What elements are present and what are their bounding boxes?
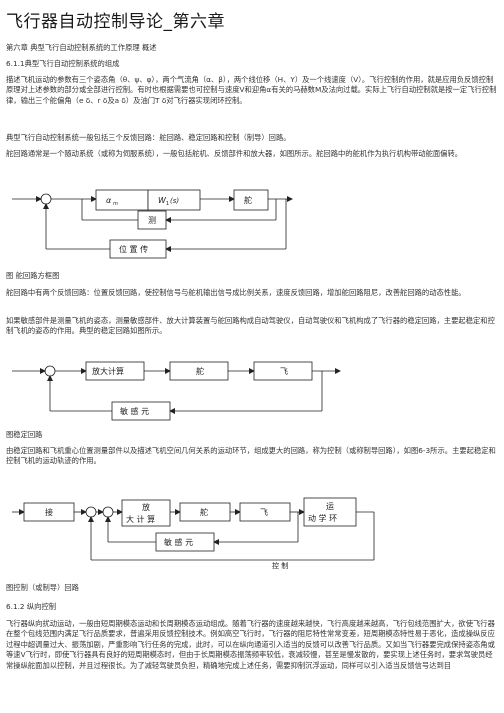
figure-caption-control-loop: 图控制（或制导）回路: [6, 583, 79, 592]
kinematics-label-line2: 动 学 环: [308, 513, 337, 523]
paragraph-feedback-loops: 舵回路中有两个反馈回路：位置反馈回路，使控制信号与舵机输出信号成比例关系，速度反…: [6, 288, 466, 297]
figure-caption-servo-loop: 图 舵回路方框图: [6, 271, 60, 280]
position-sensor-label: 位 置 传: [119, 244, 148, 254]
paragraph-stabilization: 如果敏感部件是测量飞机的姿态，测量敏感部件、放大计算装置与舵回路构成自动驾驶仪，…: [6, 316, 495, 336]
transfer-function-label: W: [158, 196, 167, 205]
transfer-function-subscript: 1: [166, 201, 169, 207]
amplifier-label: 放大计算: [92, 366, 124, 376]
receiver-label: 接: [45, 507, 53, 517]
transfer-function-block: [147, 189, 201, 211]
stabilization-loop-diagram: 放大计算 舵 飞 敏 感 元: [12, 361, 341, 421]
control-loop-diagram: 接 放 大 计 算 舵 飞 运 动 学 环 敏 感 元 控 制: [12, 497, 375, 570]
section-heading-6-1-1: 6.1.1典型飞行自动控制系统的组成: [6, 59, 120, 68]
sensor-label: 敏 感 元: [164, 537, 193, 547]
paragraph-servo-loop: 舵回路通常是一个随动系统（或称为伺服系统），一般包括舵机、反馈部件和放大器，如图…: [6, 149, 463, 158]
paragraph-control-loop: 由稳定回路和飞机重心位置测量部件以及描述飞机空间几何关系的运动环节，组成更大的回…: [6, 446, 496, 466]
control-loop-label: 控 制: [272, 561, 288, 570]
amplifier-block: [121, 499, 171, 527]
paragraph-flight-params: 描述飞机运动的参数有三个姿态角（θ、ψ、φ），两个气流角（α、β），两个线位移（…: [6, 75, 497, 105]
paragraph-three-loops: 典型飞行自动控制系统一般包括三个反馈回路：舵回路、稳定回路和控制（制导）回路。: [6, 133, 291, 142]
kinematics-block: [303, 497, 357, 527]
figure-caption-stabilization-loop: 图稳定回路: [6, 430, 43, 439]
servo-label: 舵: [200, 507, 208, 517]
aircraft-label: 飞: [260, 508, 268, 517]
alpha-subscript: m: [113, 201, 118, 207]
paragraph-longitudinal-control: 飞行器纵向扰动运动，一般由短周期模态运动和长周期模态运动组成。随着飞行器的速度越…: [6, 619, 495, 670]
servo-block: [233, 189, 269, 211]
measure-label: 测: [148, 216, 156, 225]
alpha-block: [95, 189, 149, 211]
servo-label: 舵: [244, 195, 252, 205]
kinematics-label-line1: 运: [326, 502, 334, 511]
transfer-function-arg: (s): [170, 197, 179, 205]
summing-junction: [40, 193, 52, 205]
summing-junction-inner: [102, 506, 114, 518]
servo-loop-diagram: α m W 1 (s) 舵 测 位 置 传: [12, 189, 293, 259]
aircraft-label: 飞: [280, 367, 288, 376]
alpha-label: α: [106, 196, 112, 205]
paragraph-overview: 第六章 典型飞行自动控制系统的工作原理 概述: [6, 43, 157, 52]
summing-junction-outer: [85, 506, 97, 518]
page-title: 飞行器自动控制导论_第六章: [6, 12, 225, 32]
section-heading-6-1-2: 6.1.2 纵向控制: [6, 602, 57, 611]
servo-label: 舵: [196, 366, 204, 376]
amplifier-label-line2: 大 计 算: [126, 514, 155, 524]
sensor-label: 敏 感 元: [120, 406, 149, 416]
amplifier-label-line1: 放: [142, 502, 150, 512]
summing-junction: [44, 365, 56, 377]
